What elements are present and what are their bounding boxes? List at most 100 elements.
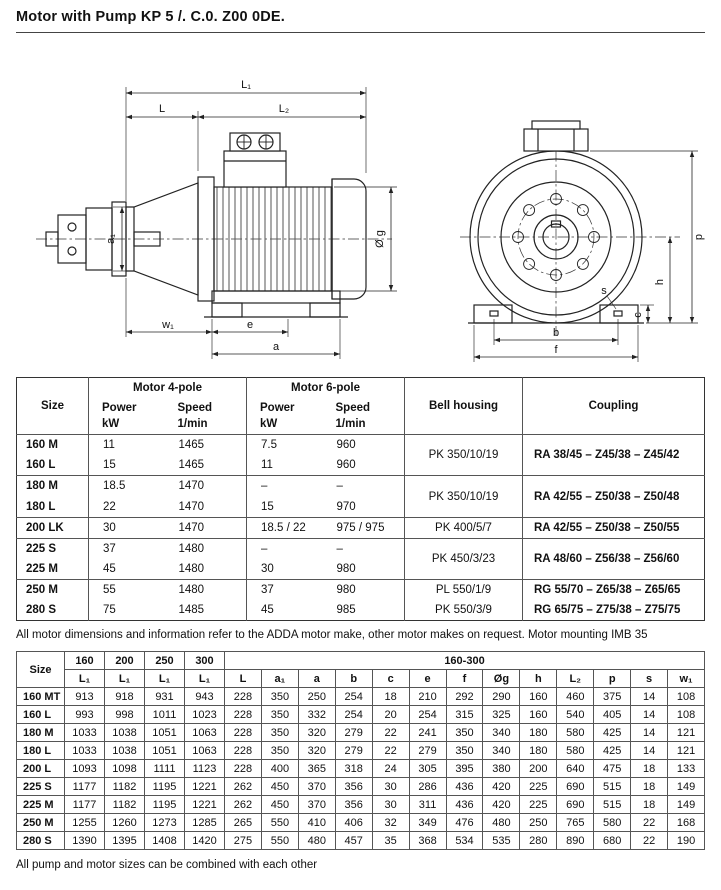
cell-speed-4pole: 1470 bbox=[164, 496, 247, 518]
cell-value: 450 bbox=[260, 777, 299, 797]
cell-coupling: RG 65/75 – Z75/38 – Z75/75 bbox=[534, 604, 681, 617]
cell-value: 1023 bbox=[184, 705, 225, 725]
technical-drawing-area: L₁ L L₂ a₁ Ø g w₁ e a bbox=[16, 35, 705, 372]
cell-value: 1390 bbox=[64, 831, 105, 851]
cell-value: 18 bbox=[630, 777, 669, 797]
cell-value: 1420 bbox=[184, 831, 225, 851]
cell-value: 1033 bbox=[64, 723, 105, 743]
speed-label: Speed bbox=[335, 402, 371, 415]
col-l1: L₁ bbox=[104, 669, 145, 689]
cell-value: 993 bbox=[64, 705, 105, 725]
power-label: Power bbox=[102, 402, 137, 415]
cell-size: 160 L bbox=[16, 705, 65, 725]
cell-power-4pole: 22 bbox=[103, 500, 116, 513]
cell-value: 690 bbox=[556, 777, 595, 797]
cell-value: 228 bbox=[224, 759, 262, 779]
col-dim-s: s bbox=[630, 669, 669, 689]
cell-value: 370 bbox=[297, 777, 336, 797]
col-size: Size bbox=[16, 377, 89, 435]
cell-speed-4pole: 1470 bbox=[164, 475, 247, 497]
bolt-holes bbox=[512, 193, 600, 281]
col-group-300: 300 bbox=[184, 651, 225, 671]
col-l1: L₁ bbox=[144, 669, 185, 689]
col-dim-a: a bbox=[297, 669, 336, 689]
cell-speed-6pole: – bbox=[322, 537, 405, 559]
cell-value: 200 bbox=[519, 759, 558, 779]
cell-value: 1111 bbox=[144, 759, 185, 779]
speed-unit: 1/min bbox=[335, 418, 366, 431]
cell-value: 22 bbox=[371, 741, 410, 761]
cell-speed-6pole: 985 bbox=[322, 600, 405, 621]
cell-value: 290 bbox=[482, 687, 521, 707]
cell-bell-housing: PK 350/10/19 bbox=[404, 475, 523, 518]
cell-value: 325 bbox=[482, 705, 521, 725]
cell-value: 320 bbox=[297, 723, 336, 743]
col-dim-w₁: w₁ bbox=[667, 669, 705, 689]
cell-value: 18 bbox=[630, 759, 669, 779]
cell-value: 1273 bbox=[144, 813, 185, 833]
cell-value: 121 bbox=[667, 723, 705, 743]
cell-value: 250 bbox=[297, 687, 336, 707]
cell-value: 690 bbox=[556, 795, 595, 815]
cell-value: 315 bbox=[445, 705, 484, 725]
cell-power-6pole: 45 bbox=[261, 604, 274, 617]
cell-value: 320 bbox=[297, 741, 336, 761]
cell-bell-housing: PK 350/10/19 bbox=[404, 434, 523, 476]
cell-value: 1011 bbox=[144, 705, 185, 725]
cell-power-6pole: 30 bbox=[261, 562, 274, 575]
technical-drawing: L₁ L L₂ a₁ Ø g w₁ e a bbox=[36, 79, 705, 362]
motor-feet bbox=[204, 290, 348, 318]
dim-label-g: Ø g bbox=[374, 230, 386, 248]
col-dim-L₂: L₂ bbox=[556, 669, 595, 689]
cell-value: 24 bbox=[371, 759, 410, 779]
cell-value: 640 bbox=[556, 759, 595, 779]
cell-power-4pole: 55 bbox=[88, 578, 165, 601]
cell-value: 168 bbox=[667, 813, 705, 833]
power-label: Power bbox=[260, 402, 295, 415]
cell-speed-4pole: 1480 bbox=[164, 578, 247, 601]
cell-value: 350 bbox=[260, 687, 299, 707]
cell-value: 279 bbox=[334, 741, 373, 761]
cell-speed-6pole: 960 bbox=[322, 455, 405, 476]
col-bell: Bell housing bbox=[404, 377, 523, 435]
dim-label-a: a bbox=[273, 341, 280, 353]
col-size: Size bbox=[16, 651, 65, 689]
cell-value: 365 bbox=[297, 759, 336, 779]
cell-value: 480 bbox=[297, 831, 336, 851]
cell-value: 160 bbox=[519, 687, 558, 707]
cell-value: 22 bbox=[630, 813, 669, 833]
cell-coupling: RA 42/55 – Z50/38 – Z50/55 bbox=[522, 516, 705, 539]
col-l1: L₁ bbox=[184, 669, 225, 689]
cell-value: 480 bbox=[482, 813, 521, 833]
cell-size: 180 L bbox=[16, 496, 89, 518]
cell-speed-6pole: – bbox=[322, 475, 405, 497]
cell-value: 406 bbox=[334, 813, 373, 833]
cell-value: 265 bbox=[224, 813, 262, 833]
cell-value: 460 bbox=[556, 687, 595, 707]
cell-value: 918 bbox=[104, 687, 145, 707]
cell-value: 1182 bbox=[104, 795, 145, 815]
col-l1: L₁ bbox=[64, 669, 105, 689]
cell-value: 1051 bbox=[144, 741, 185, 761]
cell-value: 108 bbox=[667, 705, 705, 725]
cell-value: 254 bbox=[408, 705, 447, 725]
cell-coupling: RA 38/45 – Z45/38 – Z45/42 bbox=[522, 434, 705, 476]
cell-value: 380 bbox=[482, 759, 521, 779]
cell-value: 1195 bbox=[144, 777, 185, 797]
cell-power-6pole: 37 bbox=[246, 578, 323, 601]
cell-value: 1177 bbox=[64, 777, 105, 797]
cell-value: 1395 bbox=[104, 831, 145, 851]
cell-value: 254 bbox=[334, 705, 373, 725]
cell-value: 410 bbox=[297, 813, 336, 833]
cell-value: 160 bbox=[519, 705, 558, 725]
cell-size: 280 S bbox=[16, 600, 89, 621]
cell-value: 280 bbox=[519, 831, 558, 851]
cell-value: 475 bbox=[593, 759, 632, 779]
cell-value: 18 bbox=[371, 687, 410, 707]
